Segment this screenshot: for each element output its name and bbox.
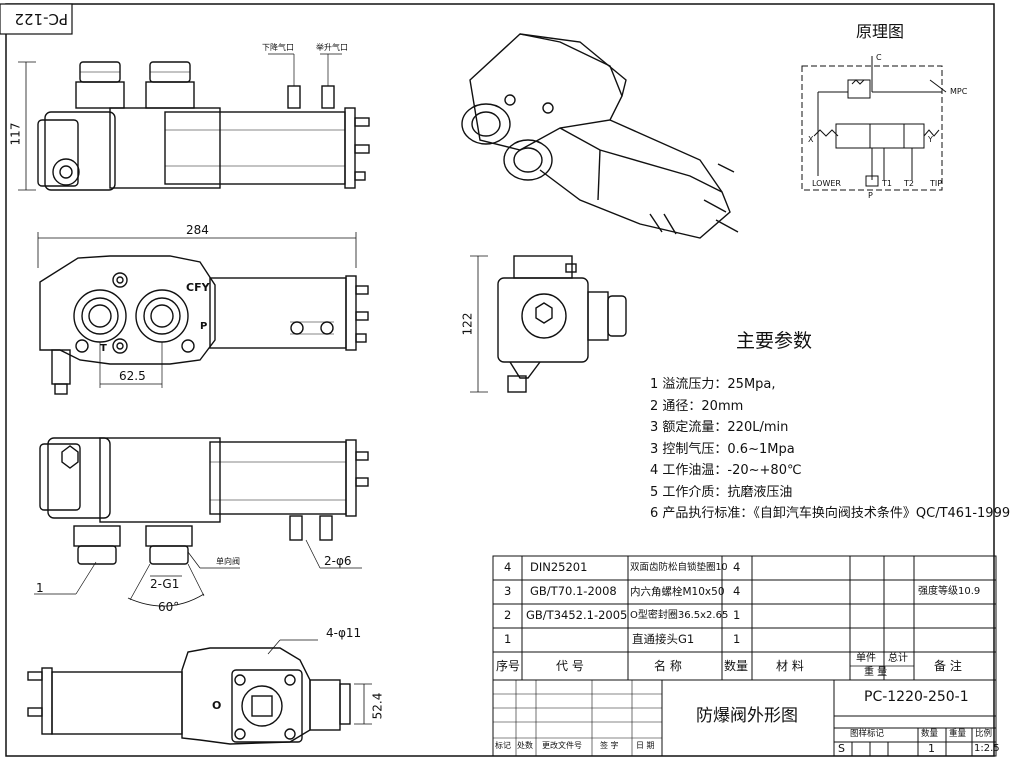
schematic-p: P [868, 191, 873, 200]
top-view [18, 53, 370, 191]
qty-value: 1 [928, 742, 935, 755]
brand-mark: CFY [186, 281, 210, 294]
label-raise-air-port: 举升气口 [316, 43, 348, 52]
schematic-c: C [876, 53, 882, 62]
bom-name: 双面齿防松自锁垫圈10 [630, 562, 728, 573]
bom-qty: 4 [733, 560, 741, 574]
holes-spec: 2-φ6 [324, 554, 352, 568]
bom-header-note: 备 注 [934, 659, 962, 673]
bom-qty: 1 [733, 608, 741, 622]
params-list: 1 溢流压力：25Mpa, 2 通径：20mm 3 额定流量：220L/min … [650, 374, 1010, 525]
bom-header-code: 代 号 [556, 659, 584, 673]
front-width-dim: 284 [186, 223, 209, 237]
bom-qty: 4 [733, 584, 741, 598]
rev-header-count: 处数 [517, 741, 533, 750]
param-item: 5 工作介质：抗磨液压油 [650, 484, 793, 500]
label-lower-air-port: 下降气口 [262, 43, 294, 52]
scale-label: 比例 [975, 729, 993, 739]
bom-name: 直通接头G1 [632, 632, 695, 646]
bom-no: 2 [504, 608, 512, 622]
bom-code: DIN25201 [530, 560, 588, 574]
bom-header-qty: 数量 [724, 659, 749, 673]
bom-header-material: 材 料 [776, 659, 804, 673]
bom-header-no: 序号 [496, 659, 521, 673]
scale-value: 1:2.5 [974, 743, 1000, 754]
bom-name: 内六角螺栓M10x50 [630, 586, 725, 598]
stage-value: S [838, 742, 845, 755]
bom-header-total: 总计 [888, 653, 908, 664]
bom-header-weight: 重 量 [864, 667, 888, 678]
bom-note: 强度等级10.9 [918, 586, 981, 597]
bom-qty: 1 [733, 632, 741, 646]
param-item: 2 通径：20mm [650, 398, 744, 414]
rear-view [27, 639, 372, 745]
thread-spec: 2-G1 [150, 577, 180, 591]
front-view [37, 232, 369, 395]
rear-holes-spec: 4-φ11 [326, 626, 362, 640]
port-p-label: P [200, 321, 208, 332]
bom-header-name: 名 称 [654, 659, 682, 673]
callout-1: 1 [36, 581, 44, 595]
port-o-label: O [212, 699, 222, 712]
drawing-title: 防爆阀外形图 [696, 706, 798, 726]
corner-drawing-number: PC-122 [14, 10, 68, 28]
side-height-dim: 122 [460, 312, 475, 336]
schematic-y: Y [928, 135, 933, 144]
weight-label: 重量 [949, 729, 967, 739]
param-item: 4 工作油温：-20~+80℃ [650, 463, 802, 478]
bom-table [492, 555, 997, 757]
bom-header-unit: 单件 [856, 653, 876, 664]
qty-label: 数量 [921, 729, 939, 739]
bom-no: 3 [504, 584, 512, 598]
param-item: 6 产品执行标准：《自卸汽车换向阀技术条件》QC/T461-1999 [650, 506, 1010, 521]
param-item: 1 溢流压力：25Mpa, [650, 377, 776, 392]
rev-header-date: 日 期 [636, 741, 655, 750]
rear-height-dim: 52.4 [370, 692, 385, 720]
side-view [470, 255, 627, 393]
bom-no: 4 [504, 560, 512, 574]
bom-name: O型密封圈36.5x2.65 [630, 610, 729, 621]
label-check-valve: 单向阀 [216, 557, 240, 566]
hydraulic-schematic [801, 56, 947, 191]
schematic-lower: LOWER [812, 179, 841, 188]
schematic-mpc: MPC [950, 87, 968, 96]
schematic-tip: TIP [930, 179, 943, 188]
params-title: 主要参数 [736, 330, 813, 352]
schematic-t2: T2 [904, 179, 914, 188]
param-item: 3 控制气压：0.6~1Mpa [650, 441, 795, 457]
schematic-title: 原理图 [856, 22, 905, 41]
drawing-number: PC-1220-250-1 [864, 689, 969, 705]
bom-code: GB/T3452.1-2005 [526, 608, 628, 622]
rev-header-doc: 更改文件号 [542, 741, 582, 750]
rev-header-sign: 签 字 [600, 741, 619, 750]
port-spacing-dim: 62.5 [119, 369, 146, 383]
angle-dim: 60° [158, 600, 180, 614]
param-item: 3 额定流量：220L/min [650, 420, 789, 435]
port-t-label: T [100, 343, 107, 354]
schematic-t1: T1 [882, 179, 892, 188]
bom-code: GB/T70.1-2008 [530, 584, 617, 598]
isometric-view [461, 33, 739, 239]
top-height-dim: 117 [8, 122, 23, 146]
schematic-x: X [808, 135, 814, 144]
stage-label: 图样标记 [850, 729, 885, 739]
rev-header-mark: 标记 [495, 741, 511, 750]
bom-no: 1 [504, 632, 512, 646]
bottom-view [34, 437, 369, 607]
